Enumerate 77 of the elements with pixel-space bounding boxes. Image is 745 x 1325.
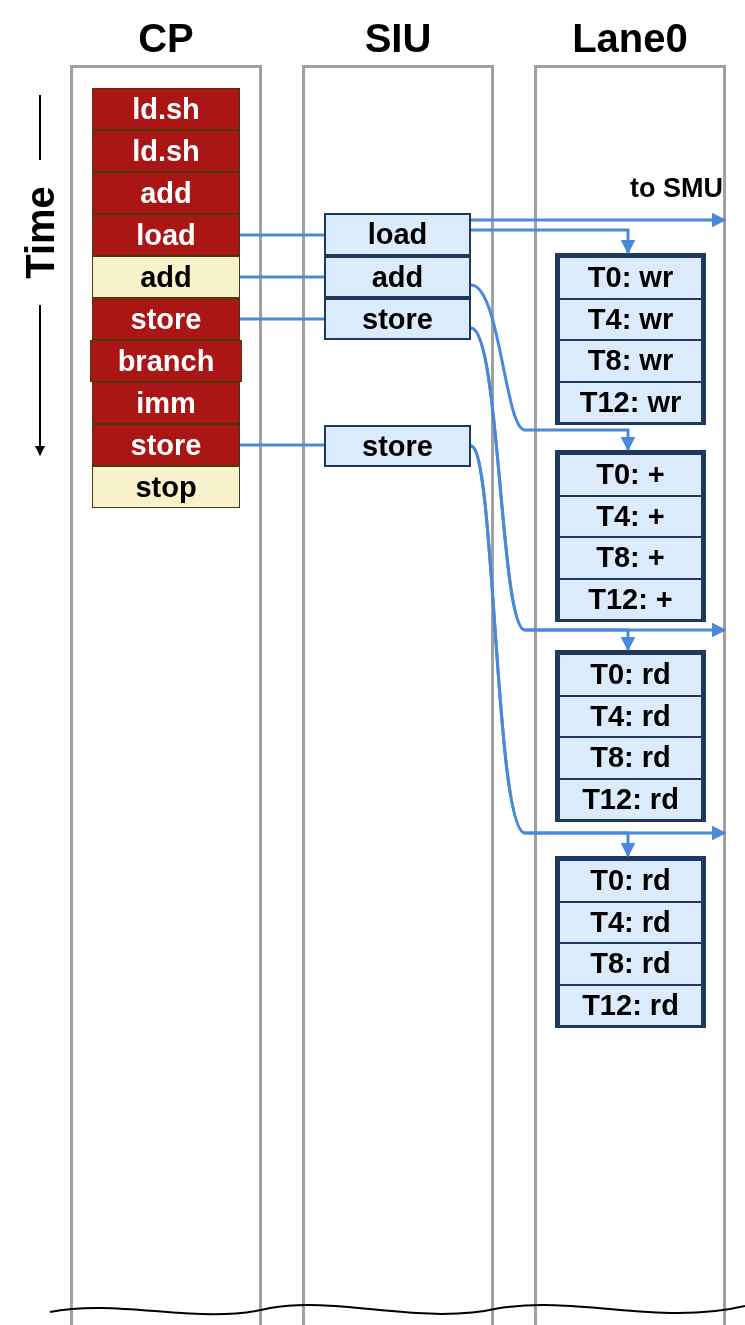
arrow bbox=[470, 283, 636, 452]
thread-group-box bbox=[555, 253, 706, 425]
op-label: store bbox=[362, 429, 433, 463]
op-label: T0: wr bbox=[587, 261, 674, 295]
op-label: load bbox=[367, 218, 428, 251]
instruction-box bbox=[92, 466, 240, 508]
op-label: add bbox=[140, 176, 192, 210]
siu-op-box bbox=[324, 213, 471, 256]
arrow bbox=[470, 326, 636, 652]
thread-op-box bbox=[559, 381, 702, 423]
thread-op-box bbox=[559, 495, 702, 537]
op-label: store bbox=[130, 428, 202, 462]
lane-heading: Lane0 bbox=[571, 16, 689, 61]
thread-op-box bbox=[559, 737, 702, 779]
thread-op-box bbox=[559, 984, 702, 1026]
op-label: load bbox=[136, 218, 196, 252]
op-label: T0: + bbox=[596, 458, 665, 492]
thread-op-box bbox=[559, 578, 702, 620]
lane-heading: CP bbox=[137, 16, 195, 61]
thread-op-box bbox=[559, 901, 702, 943]
instruction-box bbox=[92, 382, 240, 424]
thread-group-box bbox=[555, 450, 706, 622]
thread-op-box bbox=[559, 257, 702, 299]
op-label: T8: rd bbox=[590, 947, 671, 981]
op-label: add bbox=[140, 260, 192, 294]
thread-op-box bbox=[559, 298, 702, 340]
instruction-box bbox=[92, 256, 240, 298]
thread-op-box bbox=[559, 454, 702, 496]
op-label: T12: + bbox=[588, 582, 673, 616]
op-label: T12: rd bbox=[582, 782, 679, 816]
op-label: ld.sh bbox=[132, 134, 200, 168]
op-label: T4: wr bbox=[587, 302, 674, 336]
instruction-box bbox=[92, 424, 240, 466]
thread-op-box bbox=[559, 654, 702, 696]
op-label: T4: rd bbox=[590, 699, 671, 733]
arrow bbox=[471, 212, 727, 228]
op-label: add bbox=[371, 260, 424, 294]
connector-line bbox=[240, 317, 324, 321]
op-label: T12: rd bbox=[582, 988, 679, 1022]
instruction-box bbox=[92, 298, 240, 340]
connector-line bbox=[240, 233, 324, 237]
instruction-box bbox=[90, 340, 242, 382]
op-label: T4: + bbox=[596, 499, 665, 533]
instruction-box bbox=[92, 214, 240, 256]
thread-op-box bbox=[559, 537, 702, 579]
op-label: ld.sh bbox=[132, 92, 200, 126]
thread-group-box bbox=[555, 650, 706, 822]
connector-line bbox=[240, 443, 324, 447]
siu-op-box bbox=[324, 298, 471, 340]
arrow bbox=[469, 445, 636, 858]
lane-heading: SIU bbox=[363, 16, 433, 61]
connector-line bbox=[240, 275, 324, 279]
thread-op-box bbox=[559, 695, 702, 737]
instruction-box bbox=[92, 172, 240, 214]
op-label: stop bbox=[135, 470, 197, 504]
op-label: T8: wr bbox=[587, 344, 674, 378]
op-label: T8: + bbox=[596, 541, 665, 575]
op-label: store bbox=[130, 302, 202, 336]
op-label: store bbox=[362, 302, 433, 336]
siu-op-box bbox=[324, 425, 471, 467]
thread-op-box bbox=[559, 778, 702, 820]
instruction-box bbox=[92, 130, 240, 172]
thread-op-box bbox=[559, 340, 702, 382]
axis-label: Time bbox=[17, 185, 63, 281]
thread-op-box bbox=[559, 860, 702, 902]
op-label: imm bbox=[136, 386, 196, 420]
op-label: T0: rd bbox=[590, 658, 671, 692]
siu-op-box bbox=[324, 256, 471, 298]
thread-group-box bbox=[555, 856, 706, 1028]
instruction-box bbox=[92, 88, 240, 130]
arrow bbox=[471, 228, 636, 255]
op-label: T4: rd bbox=[590, 905, 671, 939]
op-label: T12: wr bbox=[579, 385, 682, 419]
thread-op-box bbox=[559, 943, 702, 985]
op-label: T8: rd bbox=[590, 741, 671, 775]
op-label: branch bbox=[117, 344, 215, 378]
op-label: T0: rd bbox=[590, 864, 671, 898]
